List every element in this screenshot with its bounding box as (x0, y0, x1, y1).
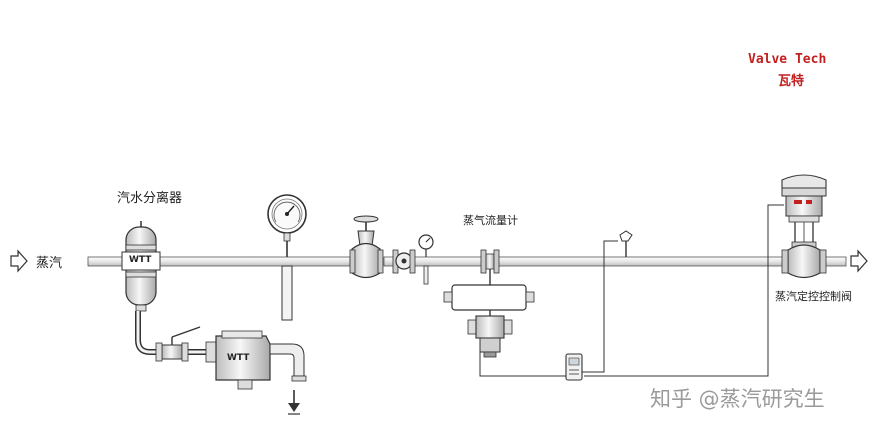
control-valve-label: 蒸汽定控控制阀 (775, 290, 852, 303)
trap-badge: WTT (227, 353, 250, 363)
brand-name-en: Valve Tech (748, 52, 827, 67)
steam-trap (205, 330, 307, 390)
globe-valve-icon (349, 215, 384, 279)
outlet-arrow-icon (850, 249, 868, 273)
control-valve-actuator-icon (781, 174, 827, 279)
flow-computer-icon (565, 353, 583, 381)
drain-ball-valve (155, 326, 201, 362)
steam-separator (121, 221, 161, 312)
drain-arrow-icon (288, 390, 300, 415)
temperature-sensor-icon (619, 230, 633, 257)
main-steam-pipe (87, 256, 847, 267)
separator-drain-line (135, 311, 206, 355)
brand-name-zh: 瓦特 (778, 74, 805, 89)
separator-badge: WTT (129, 255, 152, 265)
inline-strainer (383, 249, 416, 274)
condensate-chamber (443, 284, 535, 316)
watermark-text: 知乎 @蒸汽研究生 (650, 387, 825, 411)
separator-label: 汽水分离器 (117, 191, 183, 206)
dp-transmitter (467, 315, 513, 358)
flowmeter-label: 蒸气流量计 (463, 214, 518, 227)
inlet-arrow-icon (10, 249, 28, 273)
signal-wiring (479, 204, 784, 377)
small-pressure-gauge-icon (418, 234, 434, 285)
pressure-gauge-icon (267, 194, 307, 321)
flowmeter-body (480, 249, 500, 285)
steam-inlet-label: 蒸汽 (36, 256, 63, 271)
